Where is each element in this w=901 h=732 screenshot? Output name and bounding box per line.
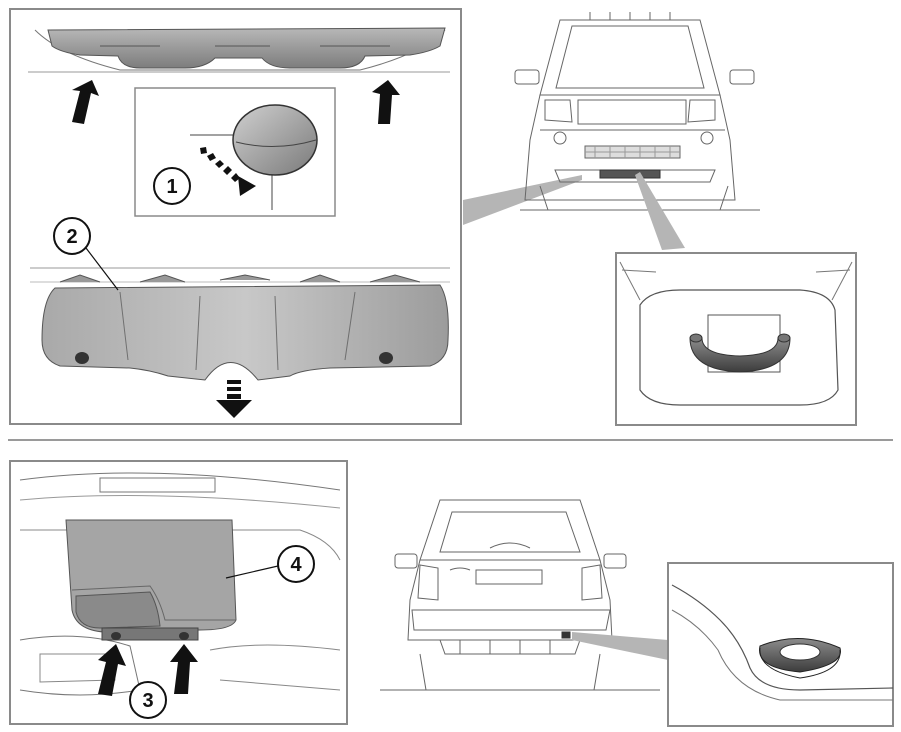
front-towing-eye-detail — [615, 252, 857, 426]
svg-text:2: 2 — [66, 226, 77, 248]
front-removal-panel: 1 2 — [9, 8, 462, 425]
callout-4: 4 — [225, 545, 315, 583]
up-arrow-icon — [372, 80, 400, 124]
svg-text:3: 3 — [142, 690, 153, 712]
down-arrow-icon — [216, 380, 252, 418]
callout-beam — [635, 172, 685, 250]
up-arrow-icon — [98, 644, 126, 696]
front-cover-installed — [47, 27, 446, 69]
callout-1: 1 — [153, 167, 191, 205]
callout-beam — [572, 632, 668, 660]
callout-2: 2 — [53, 217, 119, 291]
up-arrow-icon — [72, 80, 99, 124]
vehicle-front-view — [514, 12, 760, 211]
rear-towing-eye-detail — [667, 562, 894, 727]
callout-3: 3 — [129, 681, 167, 719]
rotate-arrow-icon — [200, 147, 256, 196]
svg-text:1: 1 — [166, 176, 177, 198]
svg-text:4: 4 — [290, 554, 302, 576]
callout-beam — [463, 175, 582, 225]
vehicle-rear-view — [380, 499, 660, 691]
rear-removal-panel: 3 4 — [9, 460, 348, 725]
front-cover-removed — [41, 274, 449, 381]
release-cap-inset: 1 — [134, 87, 336, 217]
towing-eye-icon — [759, 638, 841, 679]
towing-eye-icon — [689, 333, 791, 373]
rear-cover — [65, 519, 237, 641]
up-arrow-icon — [170, 644, 198, 694]
